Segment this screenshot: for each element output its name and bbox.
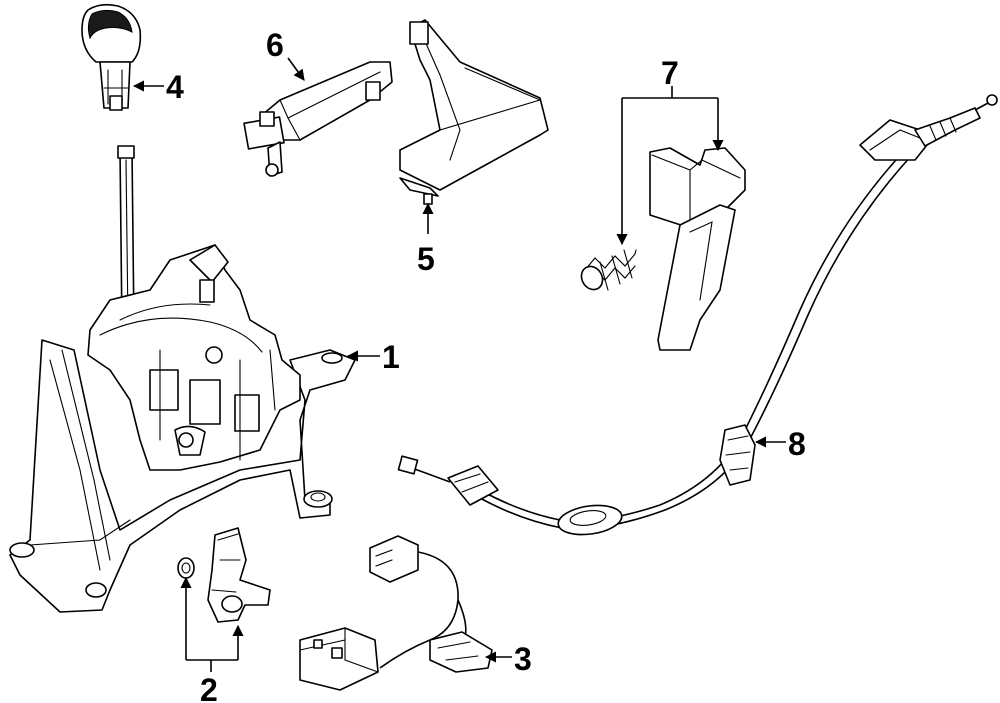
callout-4: 4: [132, 69, 184, 105]
callout-6: 6: [266, 27, 305, 81]
callout-label-8: 8: [788, 426, 806, 462]
callout-label-3: 3: [514, 641, 532, 677]
indicator-bracket-part: [243, 61, 393, 177]
callout-label-4: 4: [166, 69, 184, 105]
callout-label-1: 1: [382, 339, 400, 375]
sensor-harness-part: [299, 535, 493, 691]
shift-cable-part: [397, 94, 998, 536]
callout-label-5: 5: [417, 241, 435, 277]
shifter-assembly-part: [9, 145, 356, 613]
button-spring-part: [580, 147, 746, 351]
callout-7: 7: [616, 55, 724, 246]
callout-label-6: 6: [266, 27, 284, 63]
callout-8: 8: [754, 426, 806, 462]
callout-2: 2: [180, 576, 244, 703]
callout-5: 5: [417, 202, 435, 277]
callout-label-2: 2: [200, 672, 218, 703]
callout-label-7: 7: [661, 55, 679, 91]
shift-knob-part: [81, 3, 142, 111]
spring-icon: [580, 249, 637, 291]
callout-1: 1: [346, 339, 400, 375]
callout-3: 3: [484, 641, 532, 677]
lever-bracket-part: [177, 527, 271, 623]
shift-boot-part: [399, 19, 549, 205]
